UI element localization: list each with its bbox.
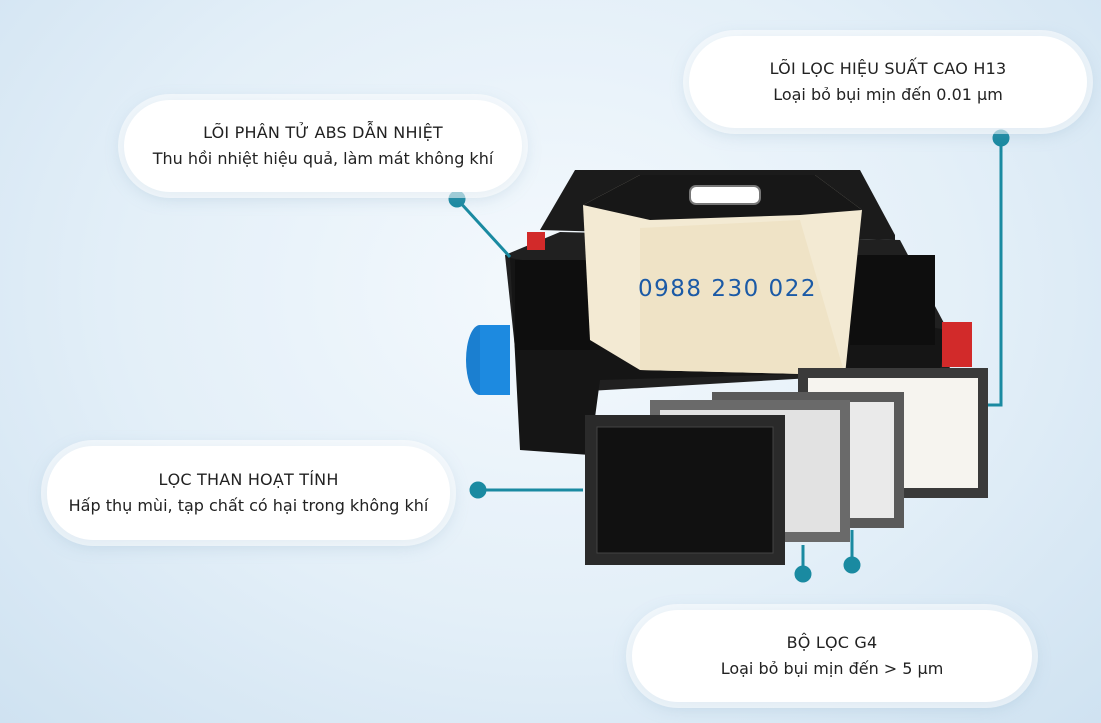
callout-g4-filter: BỘ LỌC G4 Loại bỏ bụi mịn đến > 5 µm xyxy=(632,610,1032,702)
red-duct-right xyxy=(942,322,972,367)
connector-lines xyxy=(448,129,1010,583)
callout-title: BỘ LỌC G4 xyxy=(786,633,878,652)
callout-description: Loại bỏ bụi mịn đến > 5 µm xyxy=(720,659,944,678)
callout-title: LÕI LỌC HIỆU SUẤT CAO H13 xyxy=(769,59,1007,78)
blue-duct xyxy=(466,325,510,395)
abs-core xyxy=(583,175,862,375)
callout-description: Thu hồi nhiệt hiệu quả, làm mát không kh… xyxy=(152,149,494,168)
phone-watermark: 0988 230 022 xyxy=(638,276,817,302)
carbon-filter xyxy=(585,415,785,565)
callout-description: Hấp thụ mùi, tạp chất có hại trong không… xyxy=(68,496,429,515)
callout-carbon-filter: LỌC THAN HOẠT TÍNH Hấp thụ mùi, tạp chất… xyxy=(47,446,450,540)
callout-title: LỌC THAN HOẠT TÍNH xyxy=(158,470,339,489)
callout-description: Loại bỏ bụi mịn đến 0.01 µm xyxy=(773,85,1003,104)
red-duct xyxy=(527,232,545,250)
callout-title: LÕI PHÂN TỬ ABS DẪN NHIỆT xyxy=(203,123,443,142)
callout-h13-core: LÕI LỌC HIỆU SUẤT CAO H13 Loại bỏ bụi mị… xyxy=(689,36,1087,128)
callout-abs-core: LÕI PHÂN TỬ ABS DẪN NHIỆT Thu hồi nhiệt … xyxy=(124,100,522,192)
